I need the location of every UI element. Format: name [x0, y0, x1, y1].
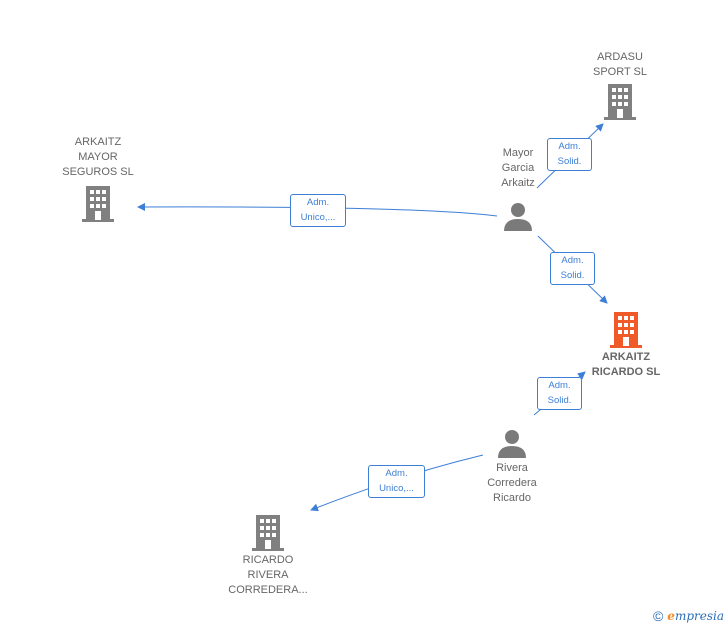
edge-label-rivera-arkaitz-ricardo[interactable]: Adm. Solid. — [537, 377, 582, 410]
company-label: ARDASU SPORT SL — [592, 51, 647, 78]
company-node-arkaitz-ricardo[interactable]: ARKAITZ RICARDO SL — [576, 312, 676, 380]
person-node-mayor[interactable]: Mayor Garcia Arkaitz — [478, 146, 558, 231]
person-icon — [504, 203, 532, 231]
person-node-rivera[interactable]: Rivera Corredera Ricardo — [472, 428, 552, 506]
company-node-mayor-seguros[interactable]: ARKAITZ MAYOR SEGUROS SL — [48, 135, 148, 222]
company-node-ricardo-rivera[interactable]: RICARDO RIVERA CORREDERA... — [213, 515, 323, 598]
edge-label-mayor-ardasu[interactable]: Adm. Solid. — [547, 138, 592, 171]
edge-mayor-to-mayor-seguros — [137, 202, 498, 217]
building-icon — [604, 84, 636, 120]
brand-logo: empresia — [667, 609, 724, 623]
edge-label-mayor-arkaitz-ricardo[interactable]: Adm. Solid. — [550, 252, 595, 285]
building-icon — [610, 312, 642, 348]
person-label: Mayor Garcia Arkaitz — [501, 147, 535, 189]
building-icon — [252, 515, 284, 551]
company-node-ardasu[interactable]: ARDASU SPORT SL — [570, 50, 670, 120]
brand-footer: © empresia — [653, 608, 724, 624]
building-icon — [82, 186, 114, 222]
edge-label-rivera-ricardo-rivera[interactable]: Adm. Unico,... — [368, 465, 425, 498]
company-label: RICARDO RIVERA CORREDERA... — [228, 554, 308, 596]
person-icon — [498, 430, 526, 458]
company-label: ARKAITZ MAYOR SEGUROS SL — [62, 136, 134, 178]
person-label: Rivera Corredera Ricardo — [487, 462, 537, 504]
company-label: ARKAITZ RICARDO SL — [591, 351, 661, 378]
edge-label-mayor-seguros[interactable]: Adm. Unico,... — [290, 194, 346, 227]
copyright-icon: © — [652, 608, 664, 624]
